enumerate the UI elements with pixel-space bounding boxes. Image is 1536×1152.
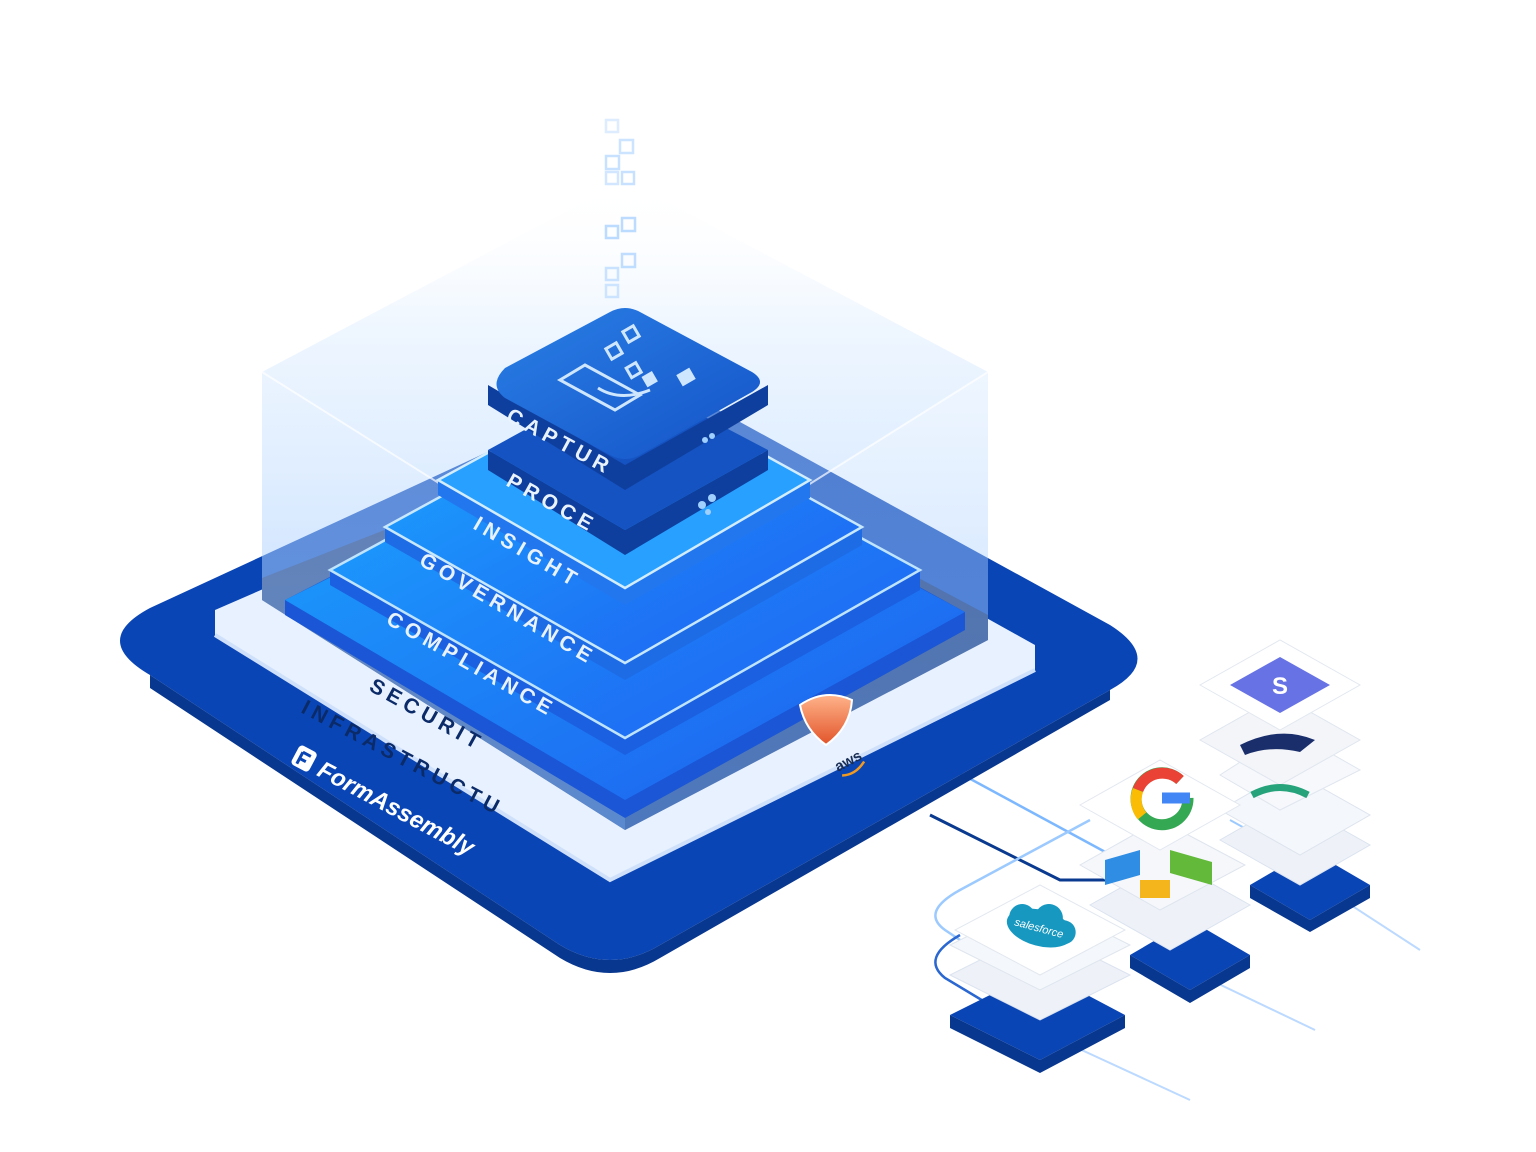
stripe-letter: S bbox=[1272, 673, 1288, 700]
integration-stack-salesforce: salesforce bbox=[948, 884, 1132, 1073]
shield-icon bbox=[798, 694, 854, 747]
integration-stack-google bbox=[1078, 759, 1252, 1003]
stripe-logo bbox=[1230, 657, 1330, 713]
teal-app-icon bbox=[1250, 784, 1310, 799]
rising-data-squares bbox=[604, 118, 637, 299]
microsoft-logo bbox=[1105, 850, 1212, 898]
process-icon bbox=[698, 433, 716, 515]
hand-data-icon bbox=[556, 323, 696, 412]
paypal-icon bbox=[1240, 733, 1315, 755]
salesforce-logo: salesforce bbox=[1006, 903, 1076, 948]
google-logo bbox=[1130, 767, 1194, 831]
integration-stack-stripe: S bbox=[1198, 639, 1372, 932]
